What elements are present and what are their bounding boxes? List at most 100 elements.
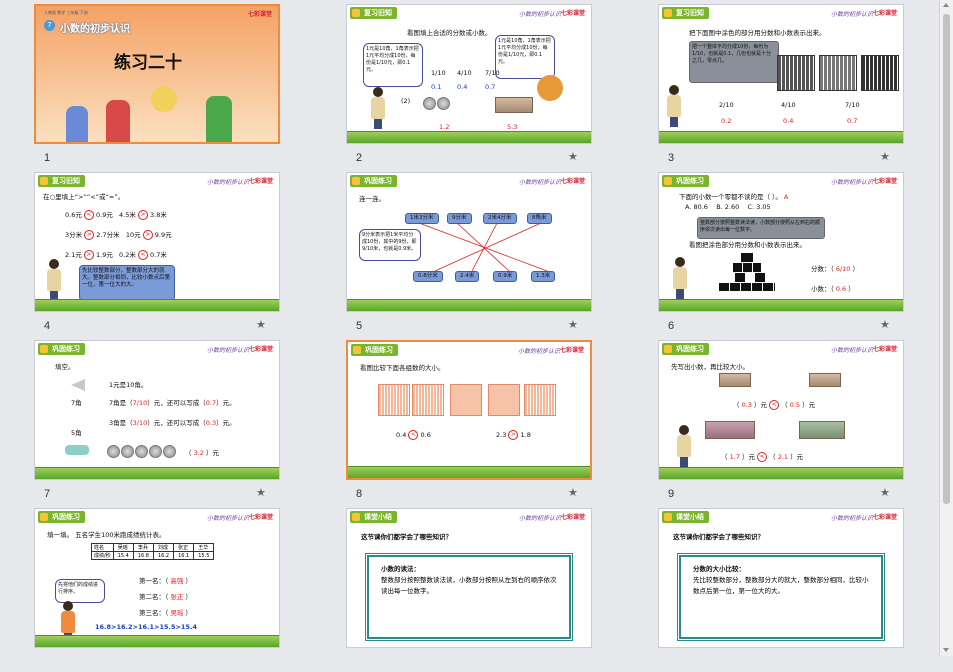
- decimal-1: 0.1: [431, 83, 442, 91]
- scrollbar-thumb[interactable]: [943, 14, 950, 504]
- slide-header: 巩固练习: [38, 511, 85, 523]
- summary-title: 分数的大小比较：: [693, 565, 745, 573]
- brand-label: 小数的初步认识: [830, 11, 873, 18]
- slide-cell-4[interactable]: 复习旧知 小数的初步认识 七彩课堂 在○里填上“>”“<”或“=”。 0.6元 …: [0, 168, 312, 336]
- shaded-block-pyramid: [719, 253, 775, 291]
- slide-thumbnail-1[interactable]: 人教版 数学 三年级 下册 7 小数的初步认识 七彩课堂 练习二十: [34, 4, 280, 144]
- star-icon[interactable]: ★: [880, 318, 890, 331]
- decimal-2: 0.4: [457, 83, 468, 91]
- compare-row-1: 0.6元 < 0.9元 4.5米 > 3.8米: [65, 210, 167, 220]
- summary-box: 分数的大小比较： 先比较整数部分，整数部分大的就大，整数部分相同，比较小数点后第…: [679, 555, 883, 639]
- star-icon[interactable]: ★: [568, 318, 578, 331]
- fraction-1: 1/10: [431, 69, 446, 77]
- explanation-bubble: 把一个整体平均分成10份，每份为1/10，也就是0.1，几份也就是十分之几，零点…: [689, 41, 779, 83]
- shaded-bar-grid-3: [861, 55, 899, 91]
- note-bubble-left: 1元是10角，1角表示把1元平均分成10份，每份是1/10元，即0.1元。: [363, 43, 423, 87]
- banknote-icon: [719, 373, 751, 387]
- slide-cell-10[interactable]: 巩固练习 小数的初步认识 七彩课堂 填一填。 五名学生100米跑成绩统计表。 姓…: [0, 504, 312, 672]
- water-gun-icon: [65, 445, 89, 455]
- chapter-badge: 7: [44, 20, 55, 31]
- slide-cell-8[interactable]: 巩固练习 小数的初步认识 七彩课堂 看图比较下面各组数的大小。 0.4 < 0.…: [312, 336, 624, 504]
- star-icon[interactable]: ★: [880, 150, 890, 163]
- scroll-up-arrow-icon[interactable]: [943, 3, 949, 7]
- coin-icon: [423, 97, 436, 110]
- slide-thumbnail-7[interactable]: 巩固练习 小数的初步认识 七彩课堂 填空。 1元是10角。 7角是（7/10）元…: [34, 340, 280, 480]
- star-icon[interactable]: ★: [256, 486, 266, 499]
- compare-2: 2.3 > 1.8: [496, 430, 531, 440]
- slide-cell-5[interactable]: 巩固练习 小数的初步认识 七彩课堂 连一连。 1米3分米 9分米 2米4分米 8…: [312, 168, 624, 336]
- fraction-3: 7/10: [485, 69, 500, 77]
- slide-subtitle: 练习二十: [114, 53, 182, 73]
- slide-cell-7[interactable]: 巩固练习 小数的初步认识 七彩课堂 填空。 1元是10角。 7角是（7/10）元…: [0, 336, 312, 504]
- slide-header: 巩固练习: [350, 175, 397, 187]
- slide-cell-3[interactable]: 复习旧知 小数的初步认识 七彩课堂 把下面图中涂色的部分用分数和小数表示出来。 …: [624, 0, 936, 168]
- star-icon[interactable]: ★: [256, 318, 266, 331]
- slide-number: 4: [44, 320, 51, 332]
- tip-box: 先比较整数部分，整数部分大的就大。整数部分相同，比较小数点后第一位，第一位大的大…: [79, 265, 175, 301]
- star-icon[interactable]: ★: [568, 486, 578, 499]
- logo: 七彩课堂: [247, 11, 272, 18]
- slide-thumbnail-9[interactable]: 巩固练习 小数的初步认识 七彩课堂 先写出小数，再比较大小。 （ 0.3 ）元 …: [658, 340, 904, 480]
- compare-row-3: 2.1元 > 1.9元 0.2米 < 0.7米: [65, 250, 167, 260]
- slide-thumbnail-8[interactable]: 巩固练习 小数的初步认识 七彩课堂 看图比较下面各组数的大小。 0.4 < 0.…: [346, 340, 592, 480]
- rank-2: 第二名：（ 张正 ）: [139, 593, 192, 601]
- question-2: 看图把涂色部分用分数和小数表示出来。: [689, 241, 806, 249]
- megaphone-icon: [71, 379, 85, 391]
- star-icon[interactable]: ★: [880, 486, 890, 499]
- order-answer: 16.8>16.2>16.1>15.5>15.4: [95, 623, 197, 631]
- slide-cell-12[interactable]: 课堂小结 小数的初步认识 七彩课堂 这节课你们都学会了哪些知识？ 分数的大小比较…: [624, 504, 936, 672]
- slide-thumbnail-5[interactable]: 巩固练习 小数的初步认识 七彩课堂 连一连。 1米3分米 9分米 2米4分米 8…: [346, 172, 592, 312]
- coin-icon: [107, 445, 120, 458]
- slide-cell-11[interactable]: 课堂小结 小数的初步认识 七彩课堂 这节课你们都学会了哪些知识？ 小数的读法： …: [312, 504, 624, 672]
- slide-thumbnail-6[interactable]: 巩固练习 小数的初步认识 七彩课堂 下面的小数一个零都不读的是（ ）。 A A.…: [658, 172, 904, 312]
- question-text: 在○里填上“>”“<”或“=”。: [43, 193, 125, 201]
- question-text: 这节课你们都学会了哪些知识？: [673, 533, 764, 541]
- slide-thumbnail-4[interactable]: 复习旧知 小数的初步认识 七彩课堂 在○里填上“>”“<”或“=”。 0.6元 …: [34, 172, 280, 312]
- slide-thumbnail-2[interactable]: 复习旧知 小数的初步认识 七彩课堂 看图填上合适的分数或小数。 1元是10角，1…: [346, 4, 592, 144]
- banknote-icon: [495, 97, 533, 113]
- total-answer: （ 3.2 ）元: [185, 449, 219, 457]
- slide-header: 复习旧知: [350, 7, 397, 19]
- teacher-illustration: [665, 85, 683, 127]
- slide-thumbnail-10[interactable]: 巩固练习 小数的初步认识 七彩课堂 填一填。 五名学生100米跑成绩统计表。 姓…: [34, 508, 280, 648]
- slide-cell-9[interactable]: 巩固练习 小数的初步认识 七彩课堂 先写出小数，再比较大小。 （ 0.3 ）元 …: [624, 336, 936, 504]
- logo: 七彩课堂: [248, 514, 273, 521]
- question-text: 看图填上合适的分数或小数。: [407, 29, 492, 37]
- slide-thumbnail-11[interactable]: 课堂小结 小数的初步认识 七彩课堂 这节课你们都学会了哪些知识？ 小数的读法： …: [346, 508, 592, 648]
- note-bubble-right: 1元是10角，1角表示把1元平均分成10份，每份是1/10元，即0.1元。: [495, 35, 555, 79]
- slide-number: 7: [44, 488, 51, 500]
- teacher-illustration: [369, 87, 387, 129]
- decimal-2: 0.4: [783, 117, 794, 125]
- question-text: 填空。: [55, 363, 75, 371]
- decimal-grid-2: [412, 384, 444, 416]
- logo: 七彩课堂: [872, 346, 897, 353]
- slide-thumbnail-3[interactable]: 复习旧知 小数的初步认识 七彩课堂 把下面图中涂色的部分用分数和小数表示出来。 …: [658, 4, 904, 144]
- bottom-item: 0.9米: [493, 271, 518, 282]
- fraction-2: 4/10: [781, 101, 796, 109]
- grass-decoration: [348, 466, 590, 478]
- grass-decoration: [659, 131, 903, 143]
- question-text: 这节课你们都学会了哪些知识？: [361, 533, 452, 541]
- logo: 七彩课堂: [872, 514, 897, 521]
- scroll-down-arrow-icon[interactable]: [943, 648, 949, 652]
- slide-cell-2[interactable]: 复习旧知 小数的初步认识 七彩课堂 看图填上合适的分数或小数。 1元是10角，1…: [312, 0, 624, 168]
- vertical-scrollbar[interactable]: [939, 0, 953, 656]
- rank-1: 第一名：（ 高强 ）: [139, 577, 192, 585]
- question-text: 先写出小数，再比较大小。: [671, 363, 749, 371]
- slide-cell-1[interactable]: 人教版 数学 三年级 下册 7 小数的初步认识 七彩课堂 练习二十 1: [0, 0, 312, 168]
- star-icon[interactable]: ★: [568, 150, 578, 163]
- slide-cell-6[interactable]: 巩固练习 小数的初步认识 七彩课堂 下面的小数一个零都不读的是（ ）。 A A.…: [624, 168, 936, 336]
- slide-header: 课堂小结: [662, 511, 709, 523]
- top-item: 1米3分米: [405, 213, 439, 224]
- slide-number: 6: [668, 320, 675, 332]
- brand-label: 小数的初步认识: [518, 179, 561, 186]
- decimal-grid-5: [524, 384, 556, 416]
- fill-line-3: 3角是（3/10）元，还可以写成（0.3）元。: [109, 419, 236, 427]
- decimal-answer: 小数：（ 0.6 ）: [811, 285, 855, 293]
- slide-header: 复习旧知: [38, 175, 85, 187]
- fill-line-2: 7角是（7/10）元，还可以写成（0.7）元。: [109, 399, 236, 407]
- brand-label: 小数的初步认识: [206, 515, 249, 522]
- slide-sorter-grid: 人教版 数学 三年级 下册 7 小数的初步认识 七彩课堂 练习二十 1 复习旧知…: [0, 0, 936, 648]
- decimal-grid-3: [450, 384, 482, 416]
- slide-thumbnail-12[interactable]: 课堂小结 小数的初步认识 七彩课堂 这节课你们都学会了哪些知识？ 分数的大小比较…: [658, 508, 904, 648]
